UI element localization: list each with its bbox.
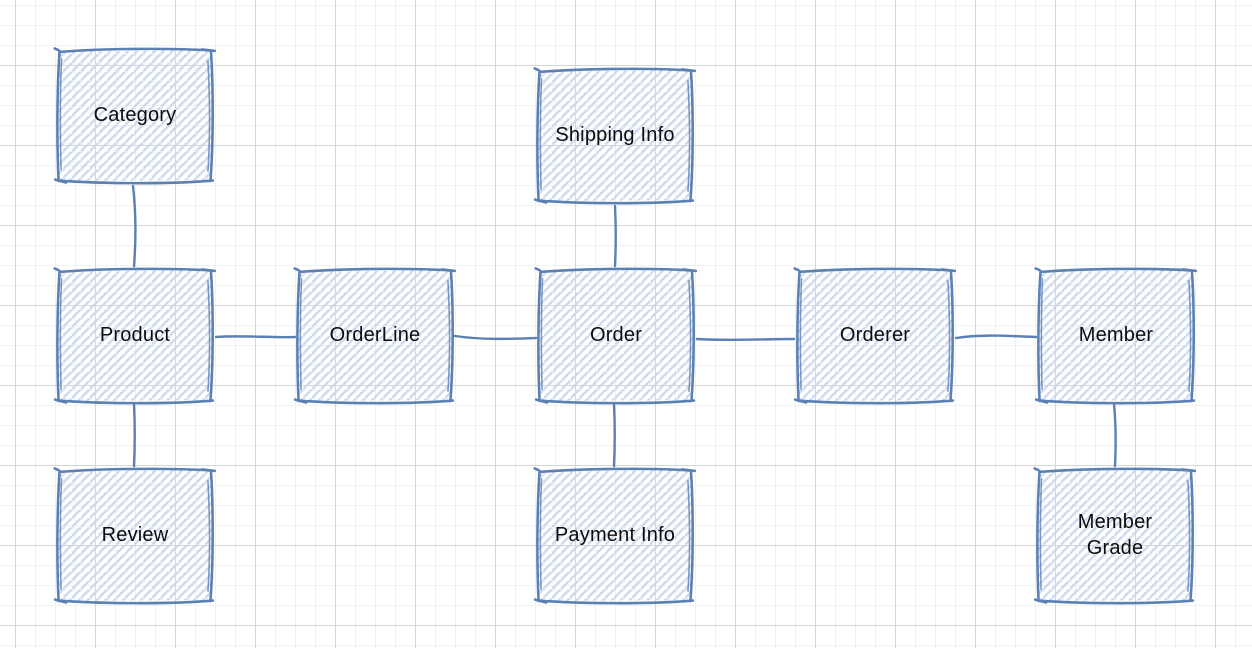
node-label: Member xyxy=(1078,324,1154,346)
node-payment-info[interactable]: Payment Info xyxy=(533,465,697,605)
edge-order-orderer[interactable] xyxy=(695,337,796,342)
node-shipping-info[interactable]: Shipping Info xyxy=(533,65,697,205)
edge-orderer-member[interactable] xyxy=(954,334,1038,340)
node-member-grade[interactable]: Member Grade xyxy=(1033,465,1197,605)
node-review[interactable]: Review xyxy=(53,465,217,605)
node-product[interactable]: Product xyxy=(53,265,217,405)
edge-order-payment[interactable] xyxy=(612,402,616,468)
edge-product-orderline[interactable] xyxy=(214,335,297,339)
node-label: Order xyxy=(589,324,643,346)
edge-category-product[interactable] xyxy=(131,184,137,268)
node-orderer[interactable]: Orderer xyxy=(793,265,957,405)
node-label: Product xyxy=(99,324,171,346)
edge-orderline-order[interactable] xyxy=(453,334,538,341)
edge-member-membergrade[interactable] xyxy=(1112,402,1117,468)
node-category[interactable]: Category xyxy=(53,45,217,185)
edge-shipping-order[interactable] xyxy=(613,204,617,268)
node-member[interactable]: Member xyxy=(1034,265,1198,405)
node-label: Member Grade xyxy=(1077,511,1153,559)
node-label: Shipping Info xyxy=(555,124,675,146)
node-label: Review xyxy=(101,524,169,546)
edge-product-review[interactable] xyxy=(132,402,136,468)
node-order[interactable]: Order xyxy=(534,265,698,405)
node-label: Payment Info xyxy=(554,524,676,546)
node-label: Category xyxy=(93,104,177,126)
node-label: Orderer xyxy=(839,324,911,346)
node-orderline[interactable]: OrderLine xyxy=(293,265,457,405)
node-label: OrderLine xyxy=(329,324,421,346)
